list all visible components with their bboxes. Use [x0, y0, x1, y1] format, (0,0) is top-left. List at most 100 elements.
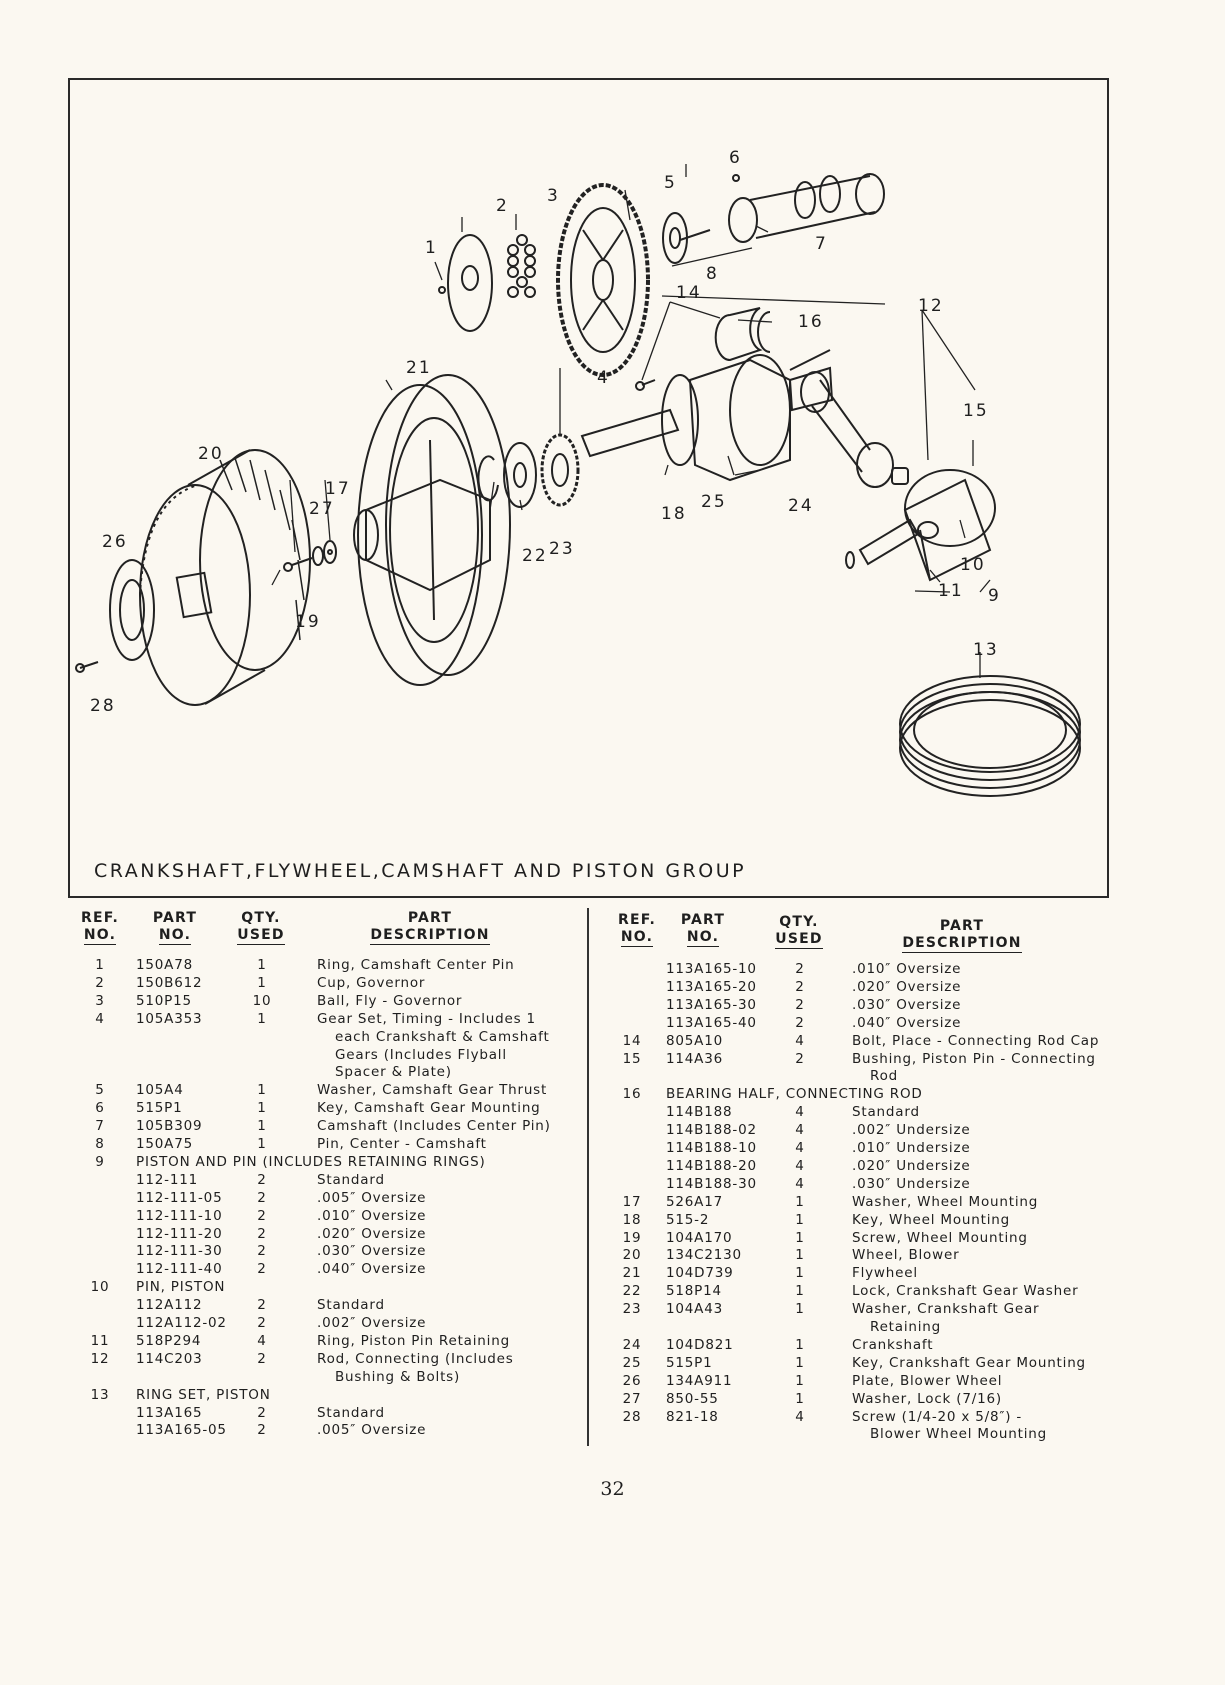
gear-lock-drawing [477, 442, 537, 508]
parts-table-left: REF. NO. PART NO. QTY. USED PART DESCRIP… [70, 910, 580, 1450]
cell-qty: 2 [257, 1171, 267, 1188]
header-qty-line1: QTY. [241, 910, 281, 926]
cell-ref: 24 [622, 1336, 642, 1353]
cell-desc: Washer, Lock (7/16) [852, 1390, 1002, 1407]
cell-desc: Camshaft (Includes Center Pin) [317, 1118, 551, 1135]
cell-part: 114B188-10 [666, 1140, 757, 1156]
cell-desc: each Crankshaft & Camshaft [335, 1028, 550, 1045]
cell-ref: 15 [622, 1050, 642, 1067]
cell-desc: Bolt, Place - Connecting Rod Cap [852, 1032, 1100, 1049]
cell-qty: 4 [795, 1175, 805, 1192]
cell-ref: 10 [90, 1279, 110, 1296]
cell-ref: 23 [622, 1301, 642, 1318]
cell-part: 150A75 [136, 1136, 193, 1152]
cell-qty: 4 [795, 1408, 805, 1425]
cell-ref: 12 [90, 1350, 110, 1367]
cell-part: 134A911 [666, 1372, 733, 1389]
crank-gear-drawing [540, 433, 580, 507]
cell-qty: 2 [257, 1261, 267, 1278]
cell-desc: .030″ Oversize [852, 996, 962, 1013]
header-qty-right: QTY. USED [764, 914, 834, 949]
callout-5: 5 [664, 173, 677, 193]
header-part-right-line2: NO. [686, 929, 720, 947]
header-desc-line1: PART [407, 910, 453, 926]
cell-part: 113A165-05 [136, 1422, 227, 1439]
callout-8: 8 [706, 264, 719, 284]
cell-ref: 3 [95, 992, 105, 1009]
cell-ref: 11 [90, 1332, 110, 1349]
cell-part: 150A78 [136, 957, 193, 973]
cell-qty: 1 [795, 1211, 805, 1228]
cell-part: 526A17 [666, 1193, 723, 1210]
header-ref: REF. NO. [70, 910, 130, 945]
callout-7: 7 [815, 234, 828, 254]
cell-desc: .020″ Oversize [317, 1225, 427, 1242]
cell-desc: Screw, Wheel Mounting [852, 1229, 1028, 1246]
cell-desc: Washer, Camshaft Gear Thrust [317, 1082, 548, 1099]
cell-ref: 28 [622, 1408, 642, 1425]
cell-part: 105A4 [136, 1082, 184, 1099]
governor-cup-drawing [438, 234, 493, 332]
callout-4: 4 [597, 368, 610, 388]
cell-desc: .005″ Oversize [317, 1189, 427, 1206]
cell-span: PIN, PISTON [136, 1279, 226, 1296]
cell-qty: 1 [257, 1136, 267, 1152]
header-ref-right-line1: REF. [618, 912, 656, 928]
cell-qty: 1 [795, 1283, 805, 1300]
cell-qty: 10 [252, 992, 272, 1009]
cell-part: 515-2 [666, 1211, 710, 1228]
cell-desc: .020″ Oversize [852, 978, 962, 995]
cell-desc: Pin, Center - Camshaft [317, 1136, 487, 1152]
table-row: 10 PIN, PISTON [70, 1278, 580, 1296]
cell-qty: 2 [257, 1315, 267, 1331]
cell-ref: 26 [622, 1372, 642, 1389]
table-row: Blower Wheel Mounting [612, 1425, 1132, 1443]
cell-qty: 2 [795, 1050, 805, 1067]
cell-qty: 1 [795, 1229, 805, 1246]
screw-drawing [75, 661, 99, 673]
cell-part: 113A165 [136, 1404, 203, 1421]
cell-part: 134C2130 [666, 1247, 742, 1264]
callout-23: 23 [549, 539, 575, 559]
cell-desc: Key, Crankshaft Gear Mounting [852, 1354, 1086, 1371]
cell-qty: 1 [257, 957, 267, 973]
cell-desc: Rod, Connecting (Includes [317, 1350, 514, 1367]
cell-desc: .002″ Undersize [852, 1122, 971, 1139]
cell-ref: 4 [95, 1010, 105, 1027]
cell-qty: 4 [795, 1157, 805, 1174]
cell-part: 112A112-02 [136, 1315, 227, 1331]
exploded-parts-diagram: 1 2 3 4 5 6 7 8 9 10 11 12 13 14 15 16 1… [68, 78, 1109, 898]
callout-10: 10 [960, 555, 986, 575]
cell-desc: Blower Wheel Mounting [870, 1426, 1048, 1443]
parts-table-right: REF. NO. PART NO. QTY. USED PART DESCRIP… [612, 912, 1132, 1452]
cell-part: 112-111-10 [136, 1207, 223, 1224]
cell-part: 112-111-40 [136, 1261, 223, 1278]
cell-part: 112-111-30 [136, 1243, 223, 1260]
cell-part: 105A353 [136, 1010, 203, 1027]
cell-part: 104A43 [666, 1301, 723, 1318]
cell-part: 113A165-20 [666, 978, 757, 995]
header-part-right-line1: PART [680, 912, 726, 928]
cell-desc: Bushing & Bolts) [335, 1368, 461, 1385]
header-qty-line2: USED [237, 927, 285, 945]
cell-ref: 6 [95, 1100, 105, 1117]
cell-span: BEARING HALF, CONNECTING ROD [666, 1086, 923, 1103]
cell-part: 113A165-30 [666, 996, 757, 1013]
callout-9: 9 [988, 586, 1001, 606]
header-qty-right-line1: QTY. [779, 914, 819, 930]
header-desc-right-line1: PART [939, 918, 985, 934]
